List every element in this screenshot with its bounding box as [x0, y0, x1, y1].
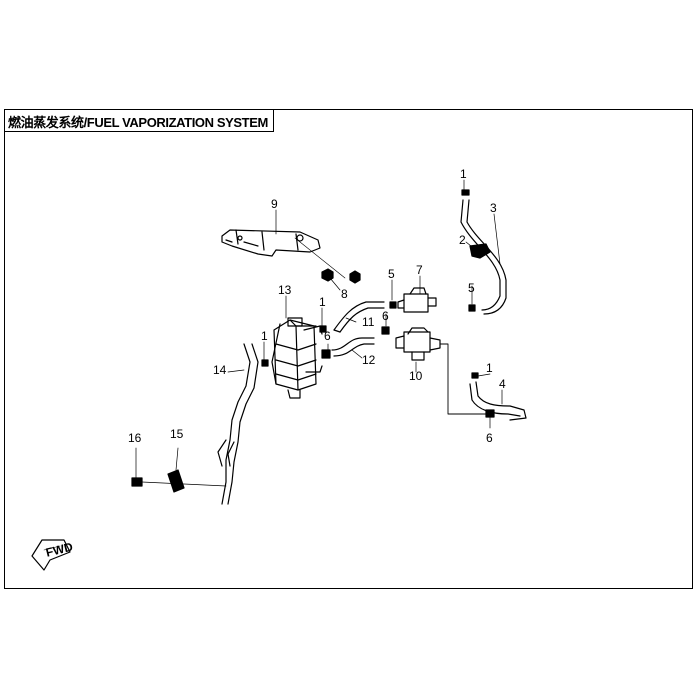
callout-label: 16 — [128, 431, 142, 445]
hose-clip-part — [167, 469, 185, 493]
forward-direction-icon: FWD — [31, 539, 75, 571]
callout-label: 6 — [382, 309, 389, 323]
hose-clamp-part — [321, 326, 495, 418]
callout-label: 14 — [213, 363, 227, 377]
callout-label: 1 — [261, 329, 268, 343]
carbon-canister-part — [271, 317, 323, 399]
vapor-hose-part — [333, 301, 385, 333]
callout-label: 1 — [319, 295, 326, 309]
bolt-part — [131, 477, 227, 487]
callout-label: 1 — [460, 167, 467, 181]
callout-label: 8 — [341, 287, 348, 301]
vapor-hose-part — [460, 199, 507, 315]
callout-label: 6 — [324, 329, 331, 343]
callout-label: 3 — [490, 201, 497, 215]
callout-label: 7 — [416, 263, 423, 277]
callout-label: 5 — [388, 267, 395, 281]
mounting-bracket-part — [221, 229, 321, 257]
leader-lines — [135, 179, 503, 479]
callout-label: 5 — [468, 281, 475, 295]
vapor-hose-part — [217, 343, 259, 505]
callout-label: 10 — [409, 369, 423, 383]
callout-label: 4 — [499, 377, 506, 391]
diagram-title: 燃油蒸发系统/FUEL VAPORIZATION SYSTEM — [4, 109, 274, 132]
clamp-part — [389, 301, 476, 312]
callout-numbers: 1 1 1 1 2 3 4 5 5 6 6 6 7 8 9 10 11 12 1… — [128, 167, 506, 445]
fwd-label: FWD — [44, 539, 74, 559]
diagram-frame — [4, 109, 693, 589]
callout-label: 9 — [271, 197, 278, 211]
callout-label: 6 — [486, 431, 493, 445]
hose-clamp-part — [469, 243, 491, 259]
callout-label: 15 — [170, 427, 184, 441]
nut-part — [294, 237, 361, 284]
solenoid-valve-part — [395, 327, 441, 361]
callout-label: 2 — [459, 233, 466, 247]
vapor-line-part — [439, 343, 489, 415]
callout-label: 12 — [362, 353, 376, 367]
callout-label: 13 — [278, 283, 292, 297]
vapor-hose-part — [469, 381, 527, 421]
callout-label: 1 — [486, 361, 493, 375]
purge-valve-part — [397, 287, 437, 313]
clip-part — [261, 189, 479, 379]
callout-label: 11 — [362, 315, 375, 329]
